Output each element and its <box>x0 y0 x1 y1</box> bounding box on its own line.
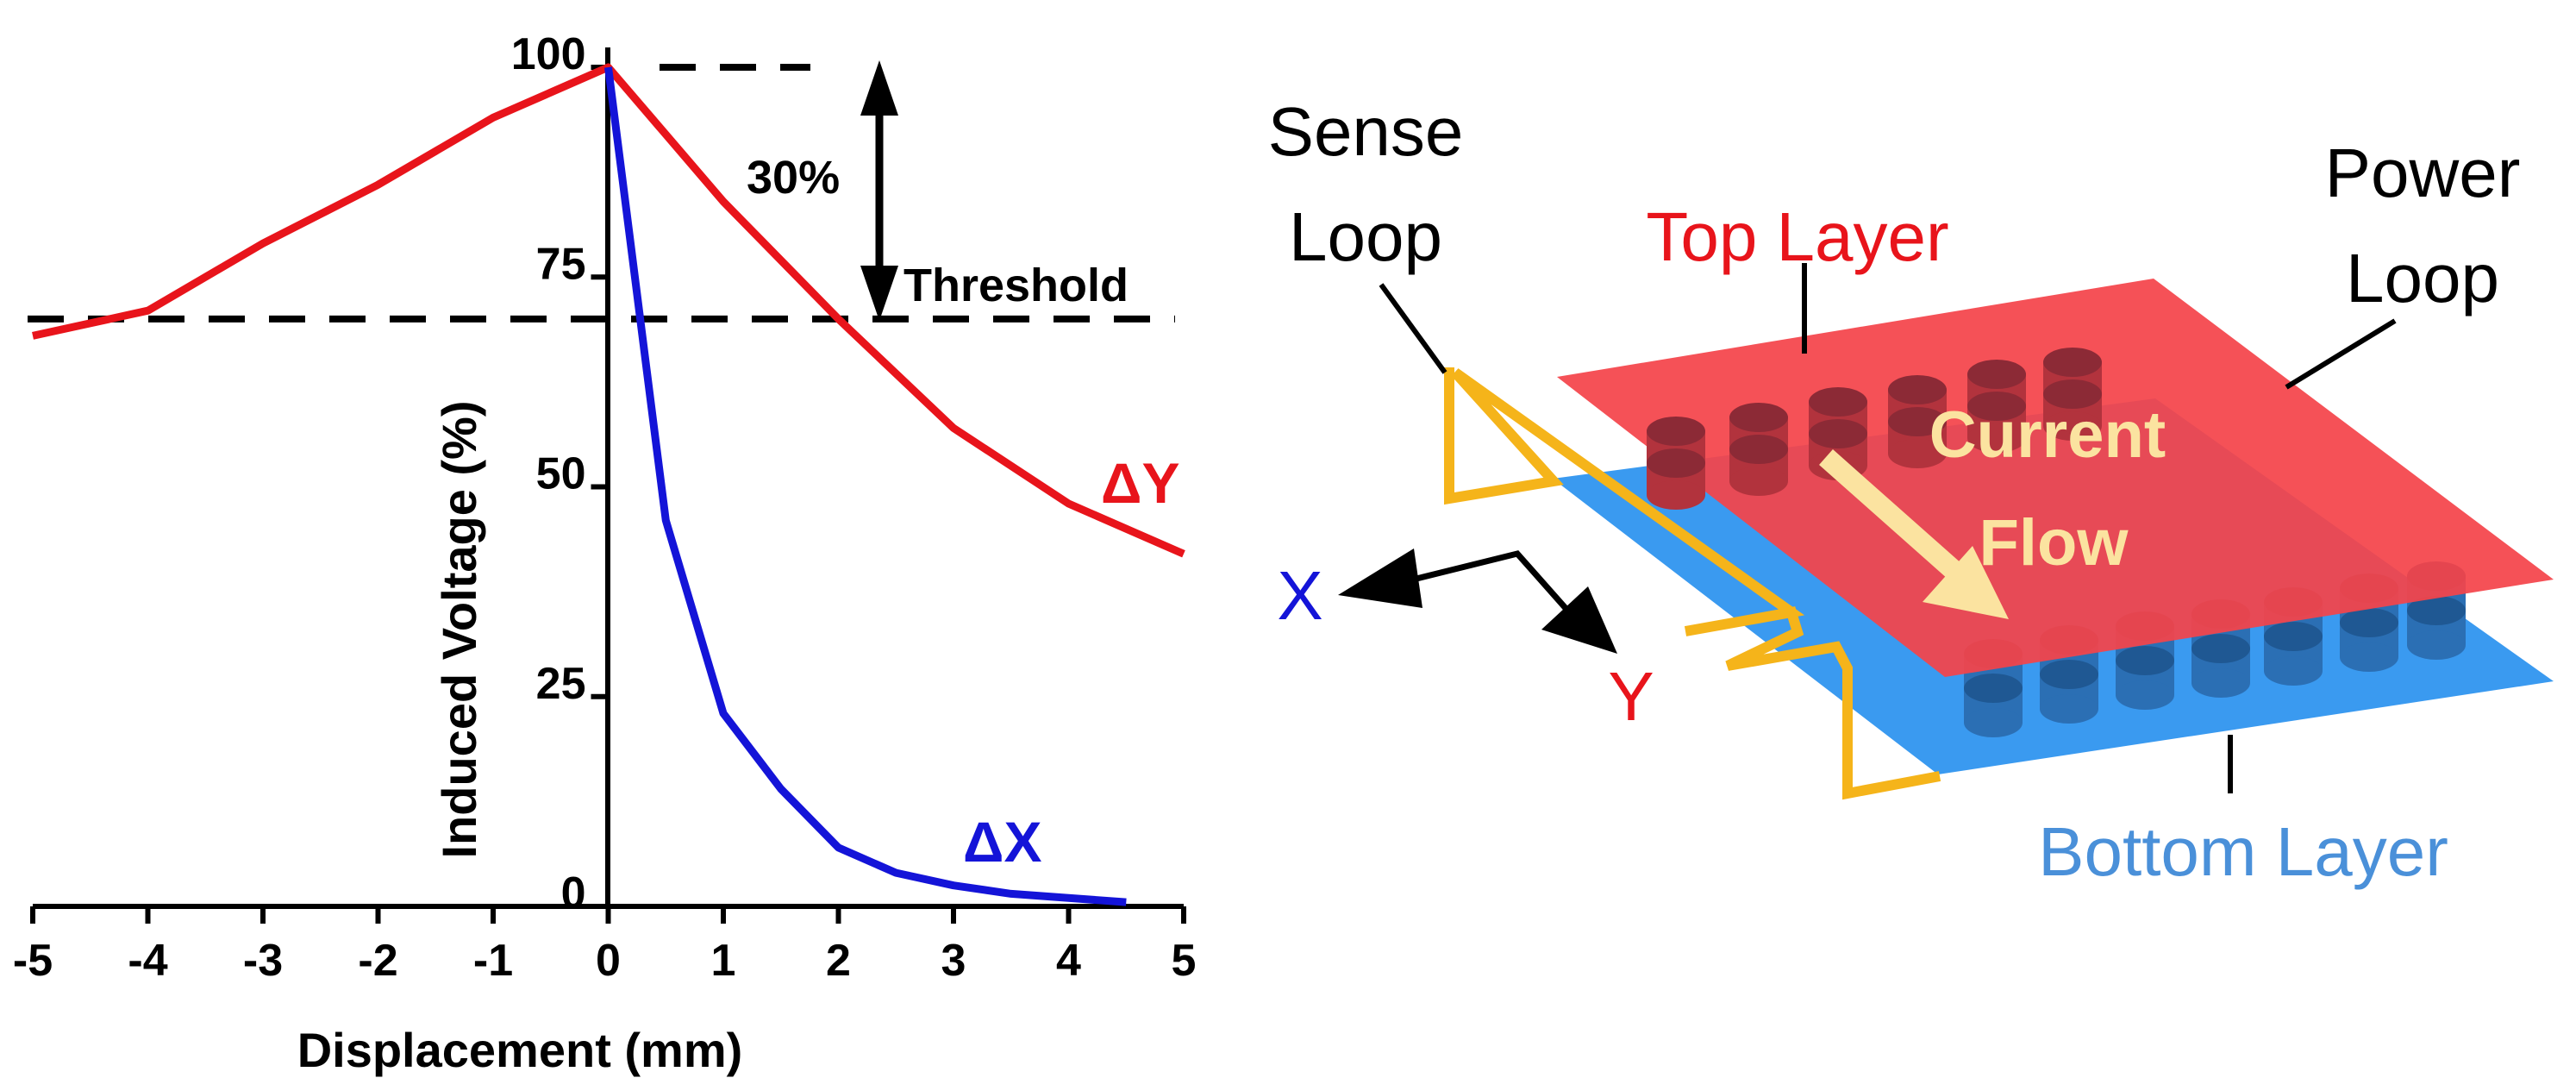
x-tick-label: 0 <box>596 936 621 986</box>
xy-axes-icon <box>1338 548 1617 654</box>
flow-label: Flow <box>1979 506 2129 580</box>
x-tick-label: 4 <box>1056 936 1081 986</box>
y-tick-label: 50 <box>536 449 586 499</box>
top-via <box>1967 360 2026 453</box>
x-tick-label: 5 <box>1172 936 1197 986</box>
x-tick-label: 2 <box>826 936 851 986</box>
sense-loop-label-line2: Loop <box>1289 198 1442 275</box>
y-tick-label: 0 <box>561 868 586 918</box>
drop-percent-label: 30% <box>747 152 840 204</box>
x-tick-label: -3 <box>243 936 283 986</box>
top-via <box>1647 417 1705 510</box>
y-ticks: 0 25 50 75 100 <box>511 29 609 918</box>
x-tick-label: 3 <box>941 936 966 986</box>
x-axis-symbol: X <box>1277 557 1322 634</box>
current-flow-arrow <box>1819 449 2009 619</box>
y-tick-label: 100 <box>511 29 586 79</box>
power-loop-leader <box>2285 318 2397 390</box>
x-tick-label: -4 <box>128 936 167 986</box>
drop-arrow <box>860 60 898 321</box>
power-loop-label-line2: Loop <box>2346 240 2499 317</box>
top-via <box>2043 348 2102 441</box>
sense-loop-wire <box>1444 367 1941 800</box>
x-axis-label: Displacement (mm) <box>297 1023 743 1077</box>
x-tick-label: -1 <box>473 936 513 986</box>
power-loop-label-line1: Power <box>2325 135 2521 211</box>
series-delta-x-line <box>604 66 1127 906</box>
y-axis-symbol: Y <box>1608 658 1654 735</box>
x-tick-label: 1 <box>711 936 736 986</box>
layer-diagram: Current Flow Sense Loop Top Layer Power … <box>1268 93 2554 890</box>
x-ticks: -5 -4 -3 -2 -1 0 1 2 3 4 5 <box>13 906 1197 986</box>
top-layer-plate <box>1557 279 2554 677</box>
threshold-label: Threshold <box>903 260 1129 311</box>
series-delta-y-label: ΔY <box>1101 451 1179 515</box>
series-delta-x-label: ΔX <box>963 810 1041 874</box>
bottom-layer-label: Bottom Layer <box>2038 813 2448 890</box>
y-tick-label: 25 <box>536 659 586 709</box>
y-tick-label: 75 <box>536 239 586 289</box>
x-tick-label: -2 <box>358 936 397 986</box>
top-via <box>1809 387 1867 480</box>
sense-loop-label-line1: Sense <box>1268 93 1464 170</box>
x-tick-label: -5 <box>13 936 53 986</box>
current-label: Current <box>1929 398 2166 472</box>
top-via <box>1888 375 1947 468</box>
top-layer-label: Top Layer <box>1646 198 1948 275</box>
top-vias <box>1647 348 2102 510</box>
top-via <box>1729 403 1788 496</box>
sense-loop-leader <box>1379 283 1447 374</box>
y-axis-label: Induced Voltage (%) <box>432 401 486 859</box>
induced-voltage-chart: -5 -4 -3 -2 -1 0 1 2 3 4 5 0 25 50 75 100 Threshold 30… <box>13 29 1197 1077</box>
